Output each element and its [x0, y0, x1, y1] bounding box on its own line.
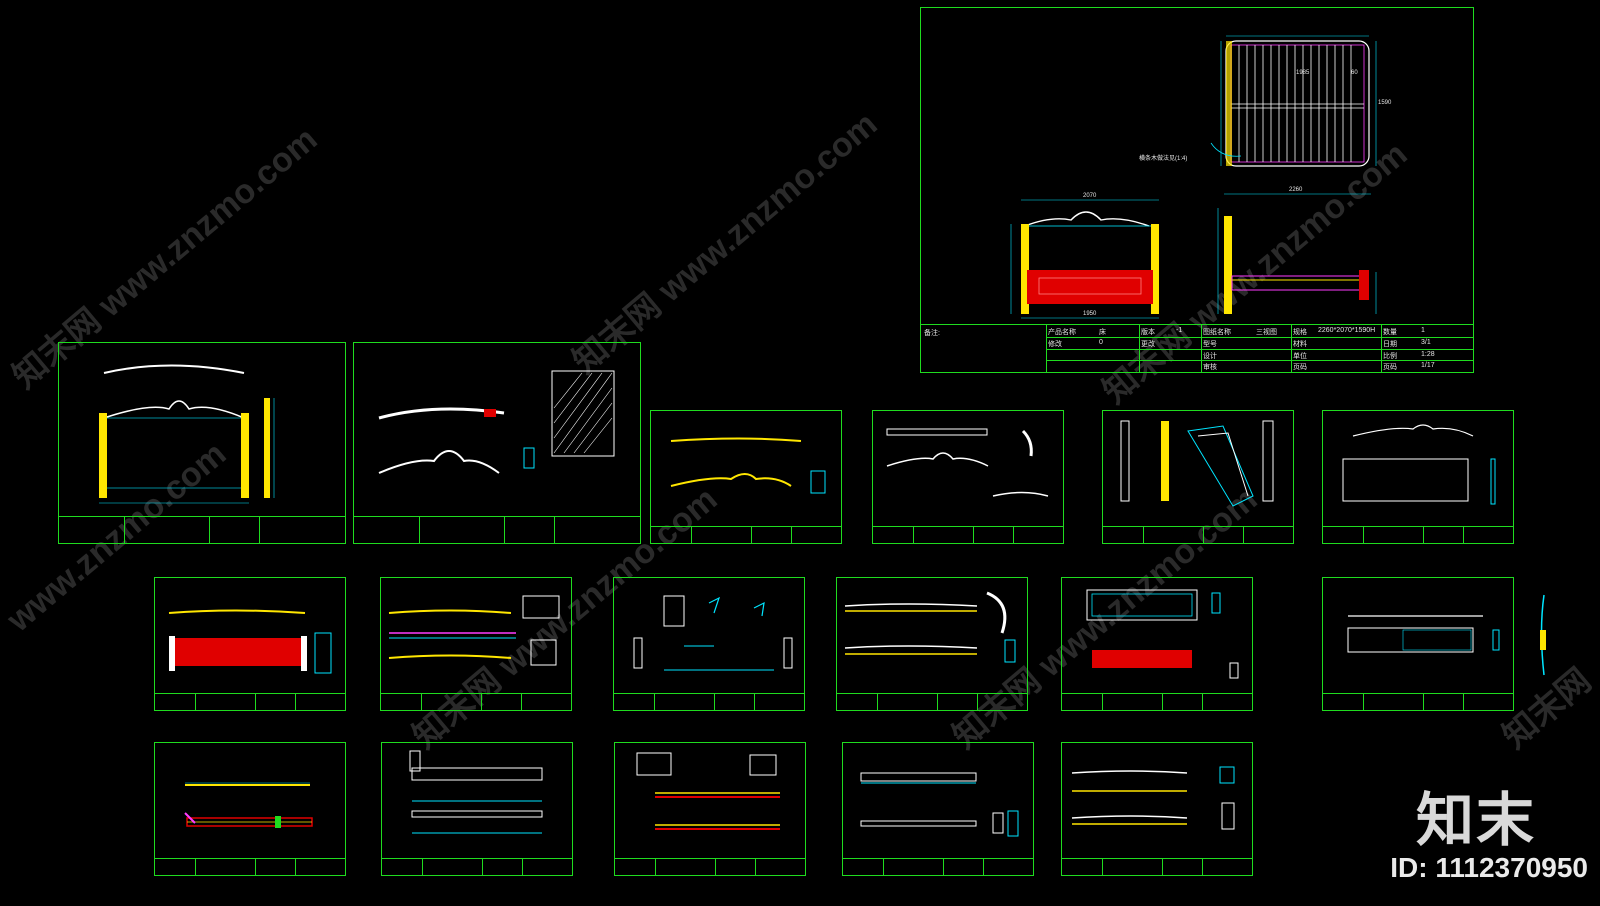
sheet-sections[interactable]: [614, 742, 806, 876]
product-name-value: 床: [1099, 329, 1106, 336]
side-length-dim: 2260: [1289, 187, 1303, 193]
unit-label: 单位: [1293, 353, 1307, 360]
title-block: [155, 693, 345, 710]
design-label: 设计: [1203, 353, 1217, 360]
sheet-slats[interactable]: [154, 742, 346, 876]
spec-label: 规格: [1293, 329, 1307, 336]
brand-logo: 知末: [1415, 788, 1536, 853]
panel-drawing: [1342, 424, 1496, 505]
panel-drawing: [1086, 589, 1239, 679]
drawing-name-value: 三视图: [1256, 329, 1277, 336]
title-block: [1323, 693, 1513, 710]
asset-id: ID: 1112370950: [1390, 852, 1588, 883]
sheet-slat-detail[interactable]: [1322, 577, 1514, 711]
sheet-panel[interactable]: [1322, 410, 1514, 544]
revision-label: 修改: [1048, 341, 1062, 348]
title-block: [614, 693, 804, 710]
version-value: -1: [1176, 327, 1183, 334]
title-block: [59, 516, 345, 543]
side-post-drawing: [1540, 594, 1546, 676]
slats-drawing: [184, 782, 313, 828]
sheet-headboard-parts[interactable]: [353, 342, 641, 544]
remark-label: 备注:: [924, 330, 940, 337]
title-block: [1062, 858, 1252, 875]
sheet-bottom-panel[interactable]: [1061, 577, 1253, 711]
parts-drawing: [378, 370, 615, 474]
qty-label: 数量: [1383, 329, 1397, 336]
change-label: 更改: [1141, 341, 1155, 348]
sheet-beams[interactable]: [381, 742, 573, 876]
title-block: [615, 858, 805, 875]
scale-value: 1:28: [1421, 351, 1435, 358]
watermark: 知末网 www.znzmo.com: [565, 104, 885, 382]
title-block: [1103, 526, 1293, 543]
model-label: 型号: [1203, 341, 1217, 348]
sheet-label: 页码: [1293, 364, 1307, 371]
sheet-rail-2[interactable]: [872, 410, 1064, 544]
beams-drawing: [409, 750, 543, 834]
sheet-frames[interactable]: [842, 742, 1034, 876]
title-block: [1323, 526, 1513, 543]
material-label: 材料: [1293, 341, 1307, 348]
front-width-dim: 2070: [1083, 193, 1097, 199]
slat-drawing: [1347, 615, 1500, 653]
title-block: [843, 858, 1033, 875]
details-drawing: [633, 595, 793, 671]
frames-drawing: [860, 772, 1019, 837]
title-block: [873, 526, 1063, 543]
qty-value: 1: [1421, 327, 1425, 334]
rail-drawing: [670, 437, 826, 494]
sections-drawing: [636, 752, 780, 830]
title-block: [382, 858, 572, 875]
rail-drawing: [388, 595, 560, 666]
top-dim-a: 1985: [1296, 70, 1310, 76]
title-block: [155, 858, 345, 875]
top-height-dim: 1590: [1378, 100, 1392, 106]
sheet-value: 1/17: [1421, 362, 1435, 369]
footboard-drawing: [168, 609, 332, 674]
sheet-details[interactable]: [613, 577, 805, 711]
sheet-rail-1[interactable]: [650, 410, 842, 544]
sheet-headboard-front[interactable]: [58, 342, 346, 544]
date-value: 3/1: [1421, 339, 1431, 346]
sheet-footboard[interactable]: [154, 577, 346, 711]
bottom-width-dim: 1950: [1083, 311, 1097, 317]
main-drawing: [1010, 35, 1377, 319]
revision-value: 0: [1099, 339, 1103, 346]
headboard-drawing: [99, 364, 275, 504]
posts-drawing: [1120, 420, 1274, 507]
rail-drawing: [844, 591, 1016, 663]
check-label: 审核: [1203, 364, 1217, 371]
drawing-name-label: 图纸名称: [1203, 329, 1231, 336]
title-block: [354, 516, 640, 543]
sheet-footboard-rail[interactable]: [380, 577, 572, 711]
product-name-label: 产品名称: [1048, 329, 1076, 336]
title-block: [381, 693, 571, 710]
title-block: [837, 693, 1027, 710]
title-block: 备注: 产品名称 床 修改 0 版本 -1 更改 图纸名称 三视图 型号 设计 …: [921, 324, 1473, 372]
scale-label: 比例: [1383, 353, 1397, 360]
top-dim-b: 60: [1351, 70, 1358, 76]
date-label: 日期: [1383, 341, 1397, 348]
version-label: 版本: [1141, 329, 1155, 336]
spec-value: 2260*2070*1590H: [1318, 327, 1376, 334]
rails-drawing: [1071, 766, 1235, 830]
sheet-posts[interactable]: [1102, 410, 1294, 544]
sheet-rails-final[interactable]: [1061, 742, 1253, 876]
title-block: [651, 526, 841, 543]
main-sheet[interactable]: 1985 60 1590 横条木做法见(1:4) 2070 2260 1950 …: [920, 7, 1474, 373]
rail-drawing: [886, 428, 1049, 497]
leader-note: 横条木做法见(1:4): [1139, 156, 1188, 162]
title-block: [1062, 693, 1252, 710]
sheet-count-label: 页码: [1383, 364, 1397, 371]
sheet-side-rails[interactable]: [836, 577, 1028, 711]
